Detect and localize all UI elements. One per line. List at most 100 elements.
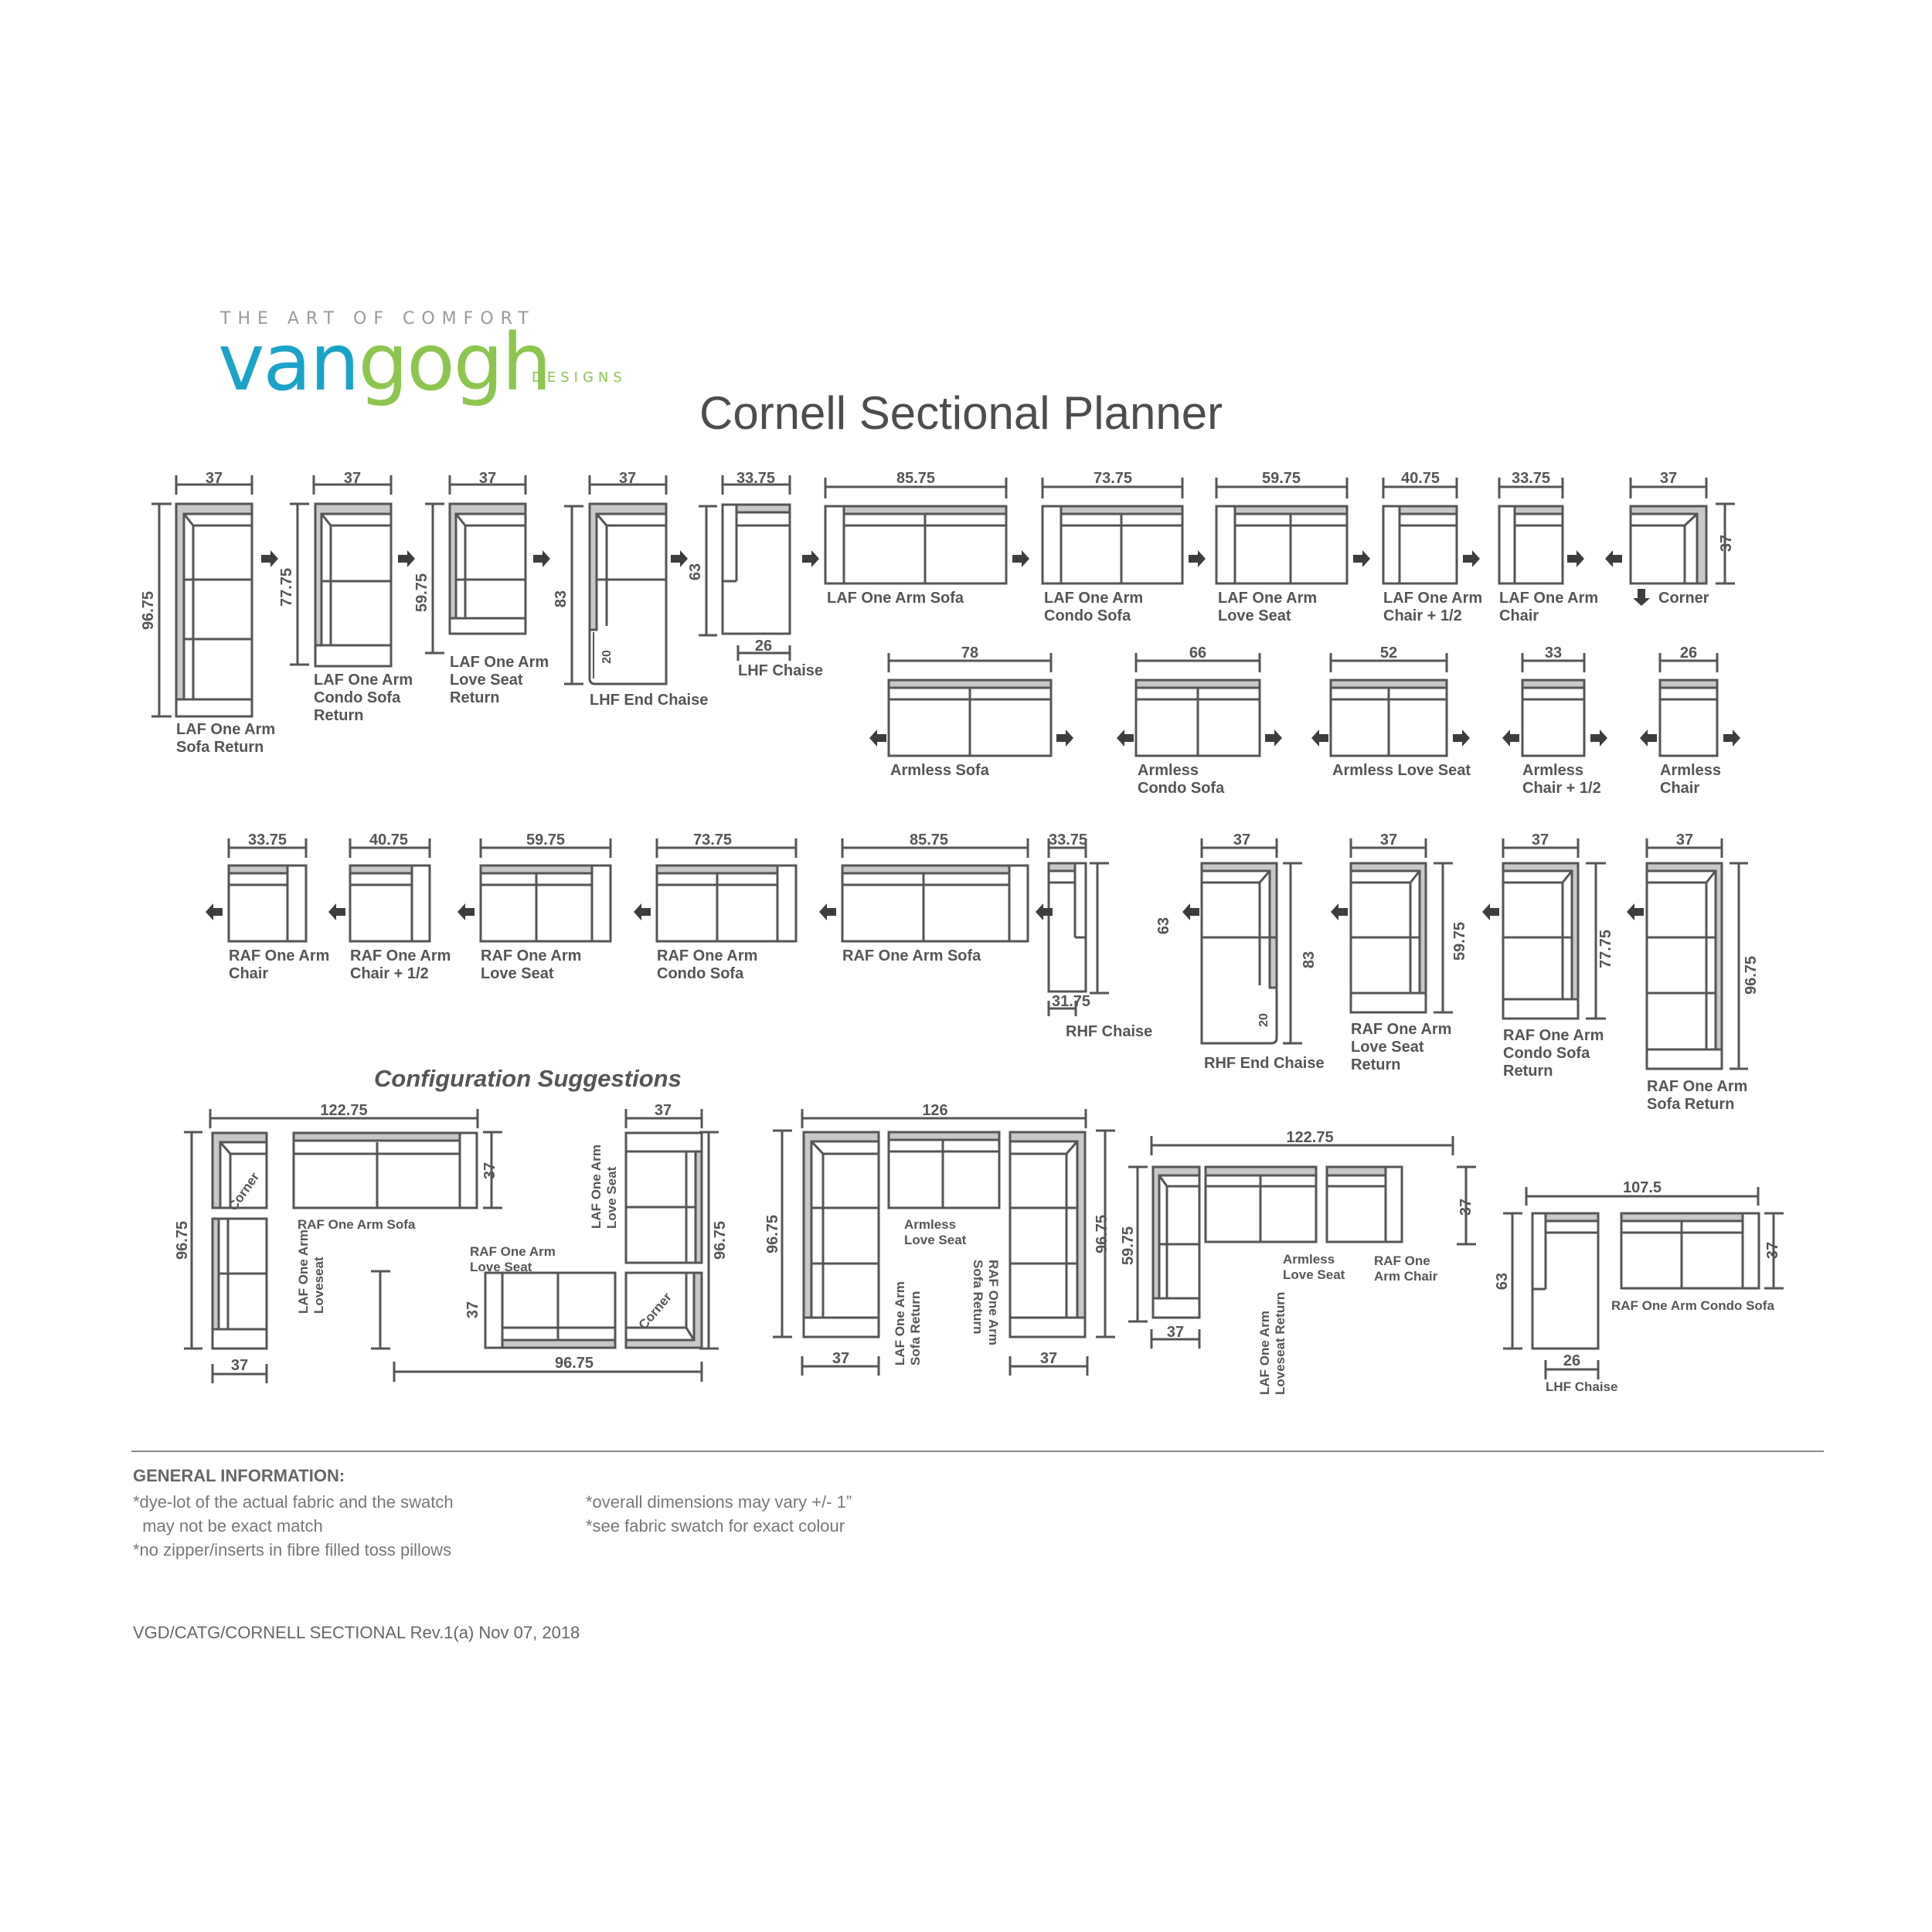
svg-text:37: 37 [231, 1357, 248, 1374]
arrow-right-icon [1056, 730, 1073, 747]
arrow-left-icon [1182, 903, 1199, 920]
svg-text:26: 26 [755, 638, 772, 655]
arrow-right-icon [1567, 550, 1584, 567]
svg-text:LAF One Arm: LAF One Arm [1499, 590, 1598, 607]
svg-text:Chair: Chair [1660, 780, 1699, 797]
piece-laf-sofa-return [151, 475, 253, 718]
svg-text:Sofa Return: Sofa Return [971, 1260, 985, 1334]
svg-text:37: 37 [1718, 535, 1735, 552]
arrow-left-icon [206, 903, 223, 920]
arrow-right-icon [802, 550, 819, 567]
svg-text:96.75: 96.75 [1094, 1215, 1111, 1253]
arrow-left-icon [1331, 903, 1348, 920]
svg-text:96.75: 96.75 [1743, 956, 1760, 995]
svg-text:LAF One Arm: LAF One Arm [1383, 590, 1482, 607]
svg-text:RAF One Arm: RAF One Arm [470, 1244, 556, 1259]
svg-text:Armless Sofa: Armless Sofa [890, 762, 990, 779]
svg-text:RHF Chaise: RHF Chaise [1066, 1023, 1152, 1040]
svg-text:59.75: 59.75 [1451, 922, 1468, 961]
svg-text:37: 37 [1532, 832, 1549, 849]
svg-text:37: 37 [1458, 1199, 1475, 1216]
svg-text:37: 37 [1380, 832, 1397, 849]
general-info-note: *overall dimensions may vary +/- 1” [586, 1492, 852, 1512]
document-reference: VGD/CATG/CORNELL SECTIONAL Rev.1(a) Nov … [133, 1623, 580, 1642]
svg-text:RAF One Arm: RAF One Arm [986, 1260, 1001, 1345]
svg-text:Love Seat: Love Seat [1283, 1267, 1345, 1282]
svg-text:RHF End Chaise: RHF End Chaise [1204, 1055, 1325, 1072]
arrow-right-icon [1353, 550, 1370, 567]
svg-text:37: 37 [344, 470, 361, 487]
svg-text:RAF One Arm: RAF One Arm [657, 947, 757, 964]
svg-text:59.75: 59.75 [1120, 1226, 1137, 1265]
svg-text:LHF Chaise: LHF Chaise [738, 662, 823, 679]
arrow-right-icon [533, 550, 550, 567]
svg-text:Chair: Chair [229, 965, 268, 982]
svg-text:RAF One Arm: RAF One Arm [350, 947, 451, 964]
svg-text:85.75: 85.75 [910, 832, 948, 849]
svg-text:RAF One Arm: RAF One Arm [1503, 1027, 1604, 1044]
arrow-left-icon [1502, 730, 1519, 747]
svg-text:Chair + 1/2: Chair + 1/2 [1522, 780, 1601, 797]
svg-text:33.75: 33.75 [736, 470, 775, 487]
svg-text:37: 37 [1660, 470, 1677, 487]
svg-text:85.75: 85.75 [896, 470, 935, 487]
svg-text:Love Seat: Love Seat [481, 965, 554, 982]
arrow-left-icon [1482, 903, 1499, 920]
arrow-down-icon [1633, 589, 1650, 606]
svg-text:LAF One Arm: LAF One Arm [893, 1281, 907, 1366]
svg-text:LAF One Arm: LAF One Arm [176, 721, 275, 738]
svg-text:37: 37 [481, 1162, 498, 1179]
svg-text:Sofa Return: Sofa Return [1647, 1096, 1734, 1113]
svg-text:Armless Love Seat: Armless Love Seat [1332, 762, 1471, 779]
arrow-left-icon [328, 903, 345, 920]
svg-text:Chair: Chair [1499, 607, 1539, 624]
arrow-left-icon [1640, 730, 1657, 747]
svg-text:Return: Return [314, 707, 363, 724]
svg-text:Return: Return [1503, 1063, 1553, 1080]
svg-text:Condo Sofa: Condo Sofa [1044, 607, 1131, 624]
svg-text:Return: Return [1351, 1056, 1400, 1073]
svg-text:73.75: 73.75 [1094, 470, 1132, 487]
brand-name-van: van [218, 317, 360, 409]
svg-text:RAF One: RAF One [1374, 1253, 1430, 1268]
svg-text:96.75: 96.75 [140, 591, 157, 630]
divider [131, 1451, 1824, 1452]
svg-text:122.75: 122.75 [1286, 1129, 1333, 1146]
svg-text:59.75: 59.75 [526, 832, 565, 849]
svg-text:LHF Chaise: LHF Chaise [1546, 1379, 1618, 1394]
general-info-note: *see fabric swatch for exact colour [586, 1516, 845, 1536]
page-title: Cornell Sectional Planner [699, 387, 1223, 439]
arrow-right-icon [1189, 550, 1206, 567]
svg-text:RAF One Arm: RAF One Arm [1351, 1021, 1451, 1038]
arrow-right-icon [1590, 730, 1607, 747]
svg-text:26: 26 [1680, 645, 1697, 662]
svg-text:Corner: Corner [1658, 590, 1709, 607]
svg-text:Condo Sofa: Condo Sofa [1138, 780, 1225, 797]
svg-text:37: 37 [1167, 1324, 1184, 1341]
arrow-right-icon [671, 550, 688, 567]
arrow-right-icon [1463, 550, 1480, 567]
svg-text:31.75: 31.75 [1052, 993, 1090, 1010]
arrow-left-icon [869, 730, 886, 747]
svg-text:Sofa Return: Sofa Return [908, 1291, 923, 1366]
svg-text:Love Seat: Love Seat [604, 1166, 619, 1229]
svg-text:20: 20 [1257, 1013, 1270, 1027]
svg-text:63: 63 [1494, 1273, 1511, 1290]
svg-text:33.75: 33.75 [248, 832, 287, 849]
svg-text:Loveseat: Loveseat [311, 1257, 326, 1314]
svg-text:Chair + 1/2: Chair + 1/2 [1383, 607, 1462, 624]
arrow-right-icon [1723, 730, 1740, 747]
arrow-left-icon [1605, 550, 1622, 567]
svg-text:20: 20 [600, 650, 614, 664]
svg-text:Condo Sofa: Condo Sofa [1503, 1045, 1590, 1062]
svg-text:Love Seat: Love Seat [470, 1260, 532, 1274]
general-info-note: *no zipper/inserts in fibre filled toss … [133, 1540, 452, 1560]
svg-text:33: 33 [1545, 645, 1562, 662]
svg-text:126: 126 [922, 1102, 947, 1119]
svg-text:66: 66 [1189, 645, 1206, 662]
arrow-left-icon [1311, 730, 1328, 747]
svg-text:Chair + 1/2: Chair + 1/2 [350, 965, 429, 982]
svg-text:83: 83 [553, 590, 570, 607]
svg-text:Condo Sofa: Condo Sofa [657, 965, 744, 982]
